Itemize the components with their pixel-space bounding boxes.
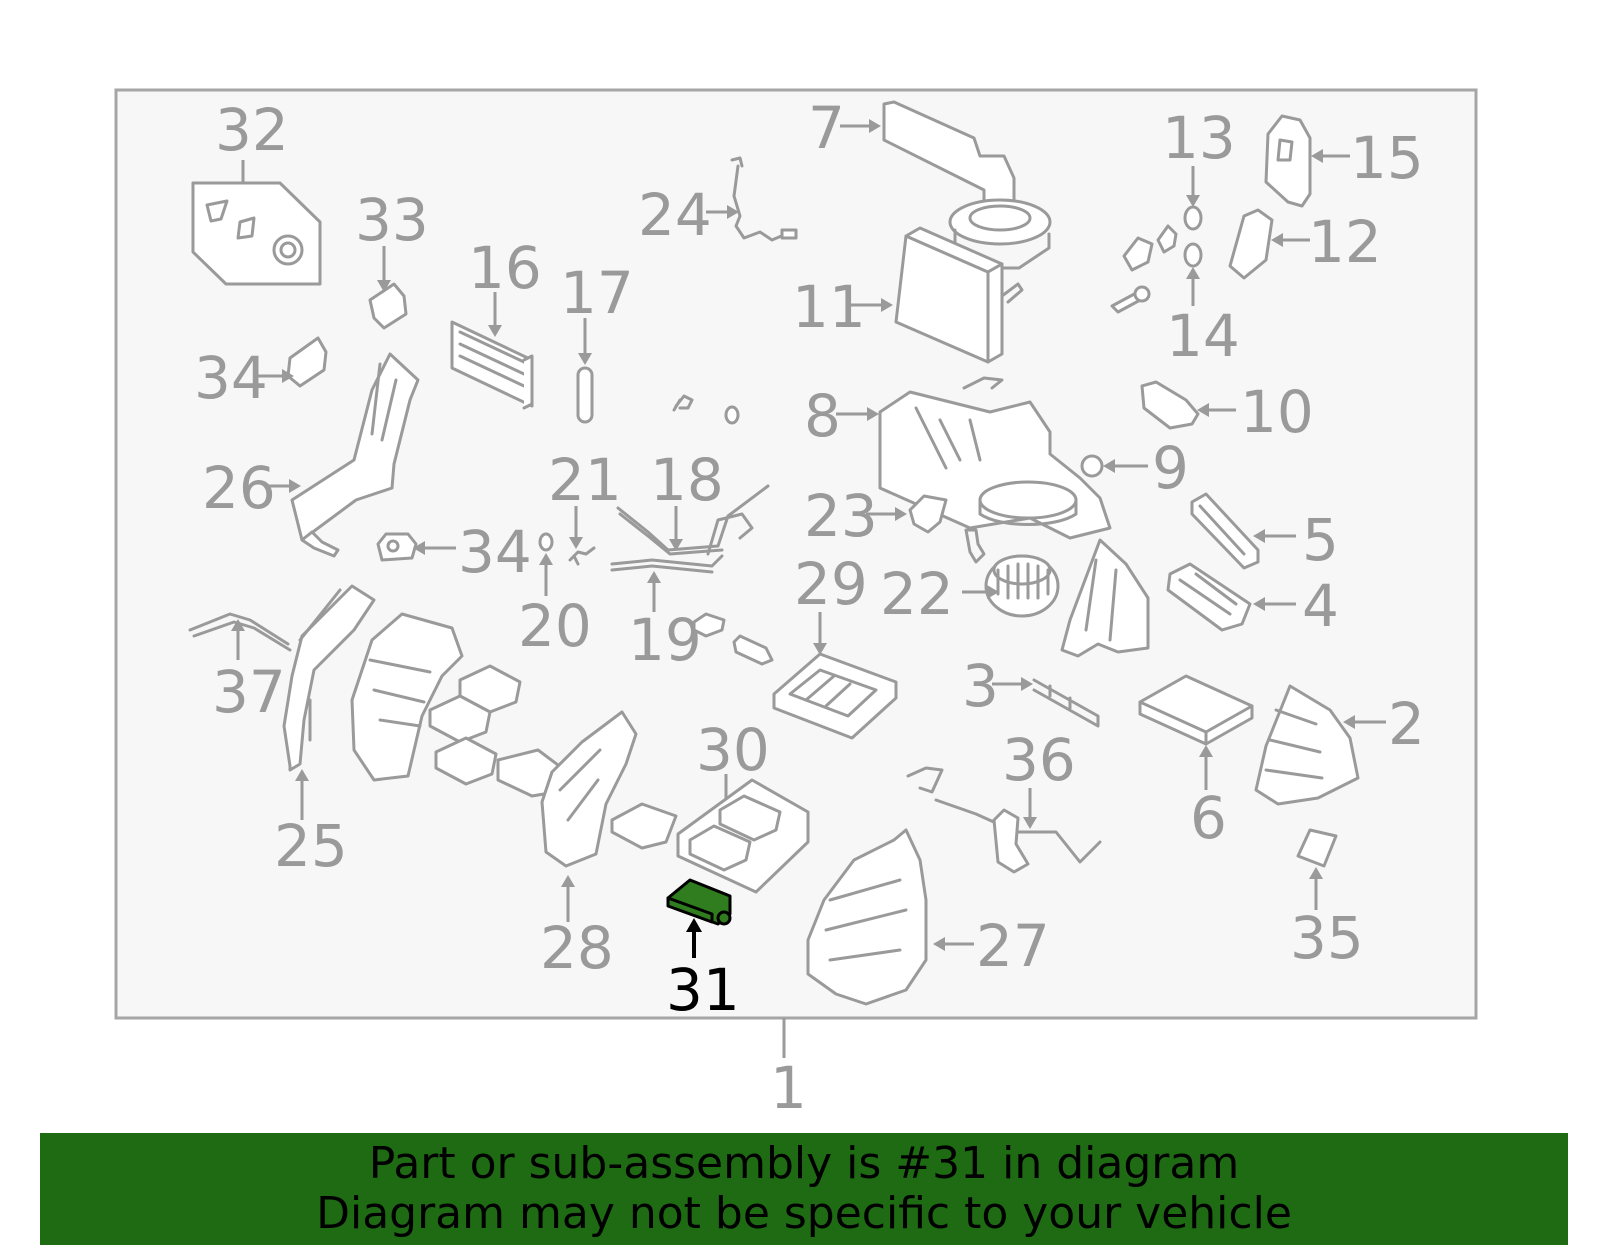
label-34-upper[interactable]: 34: [194, 344, 268, 412]
fitting-parts: [1110, 224, 1178, 314]
label-9[interactable]: 9: [1152, 434, 1189, 502]
label-4[interactable]: 4: [1302, 572, 1339, 640]
part-23[interactable]: [866, 494, 948, 534]
part-13[interactable]: [1183, 166, 1203, 231]
part-32[interactable]: [191, 160, 322, 286]
part-35[interactable]: [1296, 828, 1338, 910]
banner-line-1: Part or sub-assembly is #31 in diagram: [368, 1138, 1240, 1189]
label-20[interactable]: 20: [518, 592, 592, 660]
label-15[interactable]: 15: [1350, 124, 1424, 192]
part-11[interactable]: [848, 226, 1024, 364]
label-28[interactable]: 28: [540, 914, 614, 982]
part-17[interactable]: [576, 318, 594, 424]
bolt-parts: [692, 612, 774, 666]
label-3[interactable]: 3: [962, 652, 999, 720]
part-19[interactable]: [610, 554, 724, 612]
label-7[interactable]: 7: [808, 94, 845, 162]
label-29[interactable]: 29: [794, 550, 868, 618]
part-6[interactable]: [1138, 674, 1254, 790]
part-18[interactable]: [616, 484, 770, 556]
label-23[interactable]: 23: [804, 482, 878, 550]
label-26[interactable]: 26: [202, 454, 276, 522]
part-33[interactable]: [368, 246, 408, 330]
label-10[interactable]: 10: [1240, 378, 1314, 446]
label-24[interactable]: 24: [638, 181, 712, 249]
label-32[interactable]: 32: [215, 96, 289, 164]
part-24[interactable]: [706, 156, 798, 242]
label-11[interactable]: 11: [792, 273, 866, 341]
banner-line-2: Diagram may not be specific to your vehi…: [316, 1188, 1292, 1239]
label-31[interactable]: 31: [666, 956, 740, 1024]
part-22[interactable]: [962, 528, 1060, 618]
label-21[interactable]: 21: [548, 446, 622, 514]
label-19[interactable]: 19: [628, 606, 702, 674]
part-15[interactable]: [1264, 114, 1350, 208]
label-18[interactable]: 18: [650, 446, 724, 514]
label-17[interactable]: 17: [560, 259, 634, 327]
part-2[interactable]: [1254, 684, 1386, 806]
part-9[interactable]: [1080, 454, 1148, 478]
part-31[interactable]: [666, 878, 732, 958]
part-16[interactable]: [450, 292, 534, 410]
label-16[interactable]: 16: [468, 234, 542, 302]
part-29[interactable]: [772, 612, 898, 740]
label-2[interactable]: 2: [1388, 690, 1425, 758]
info-banner: Part or sub-assembly is #31 in diagram D…: [40, 1133, 1568, 1245]
label-13[interactable]: 13: [1162, 104, 1236, 172]
part-36[interactable]: [906, 766, 1102, 874]
label-34-lower[interactable]: 34: [458, 518, 532, 586]
part-10[interactable]: [1140, 380, 1236, 430]
label-6[interactable]: 6: [1190, 784, 1227, 852]
clip-parts: [672, 394, 740, 425]
label-35[interactable]: 35: [1290, 904, 1364, 972]
label-30[interactable]: 30: [696, 716, 770, 784]
label-25[interactable]: 25: [274, 812, 348, 880]
part-14[interactable]: [1183, 242, 1203, 306]
label-14[interactable]: 14: [1166, 302, 1240, 370]
label-5[interactable]: 5: [1302, 506, 1339, 574]
label-36[interactable]: 36: [1002, 726, 1076, 794]
part-37[interactable]: [188, 612, 292, 660]
duct-assembly: [350, 612, 564, 798]
label-12[interactable]: 12: [1308, 208, 1382, 276]
part-20[interactable]: [538, 532, 554, 596]
label-1[interactable]: 1: [770, 1054, 807, 1122]
label-33[interactable]: 33: [355, 186, 429, 254]
housing-part: [1060, 538, 1150, 658]
part-4[interactable]: [1166, 562, 1296, 632]
part-3[interactable]: [992, 677, 1100, 728]
label-37[interactable]: 37: [212, 658, 286, 726]
part-25[interactable]: [282, 584, 376, 820]
part-30[interactable]: [676, 774, 810, 894]
label-27[interactable]: 27: [976, 912, 1050, 980]
label-22[interactable]: 22: [880, 560, 954, 628]
label-8[interactable]: 8: [804, 382, 841, 450]
part-27[interactable]: [806, 828, 974, 1006]
part-34-lower[interactable]: [300, 530, 456, 562]
part-5[interactable]: [1190, 492, 1296, 570]
part-28[interactable]: [540, 710, 678, 922]
part-26[interactable]: [264, 352, 420, 542]
part-7[interactable]: [840, 100, 1052, 270]
part-12[interactable]: [1228, 208, 1310, 280]
part-34-upper[interactable]: [258, 336, 328, 388]
part-21[interactable]: [568, 506, 596, 566]
